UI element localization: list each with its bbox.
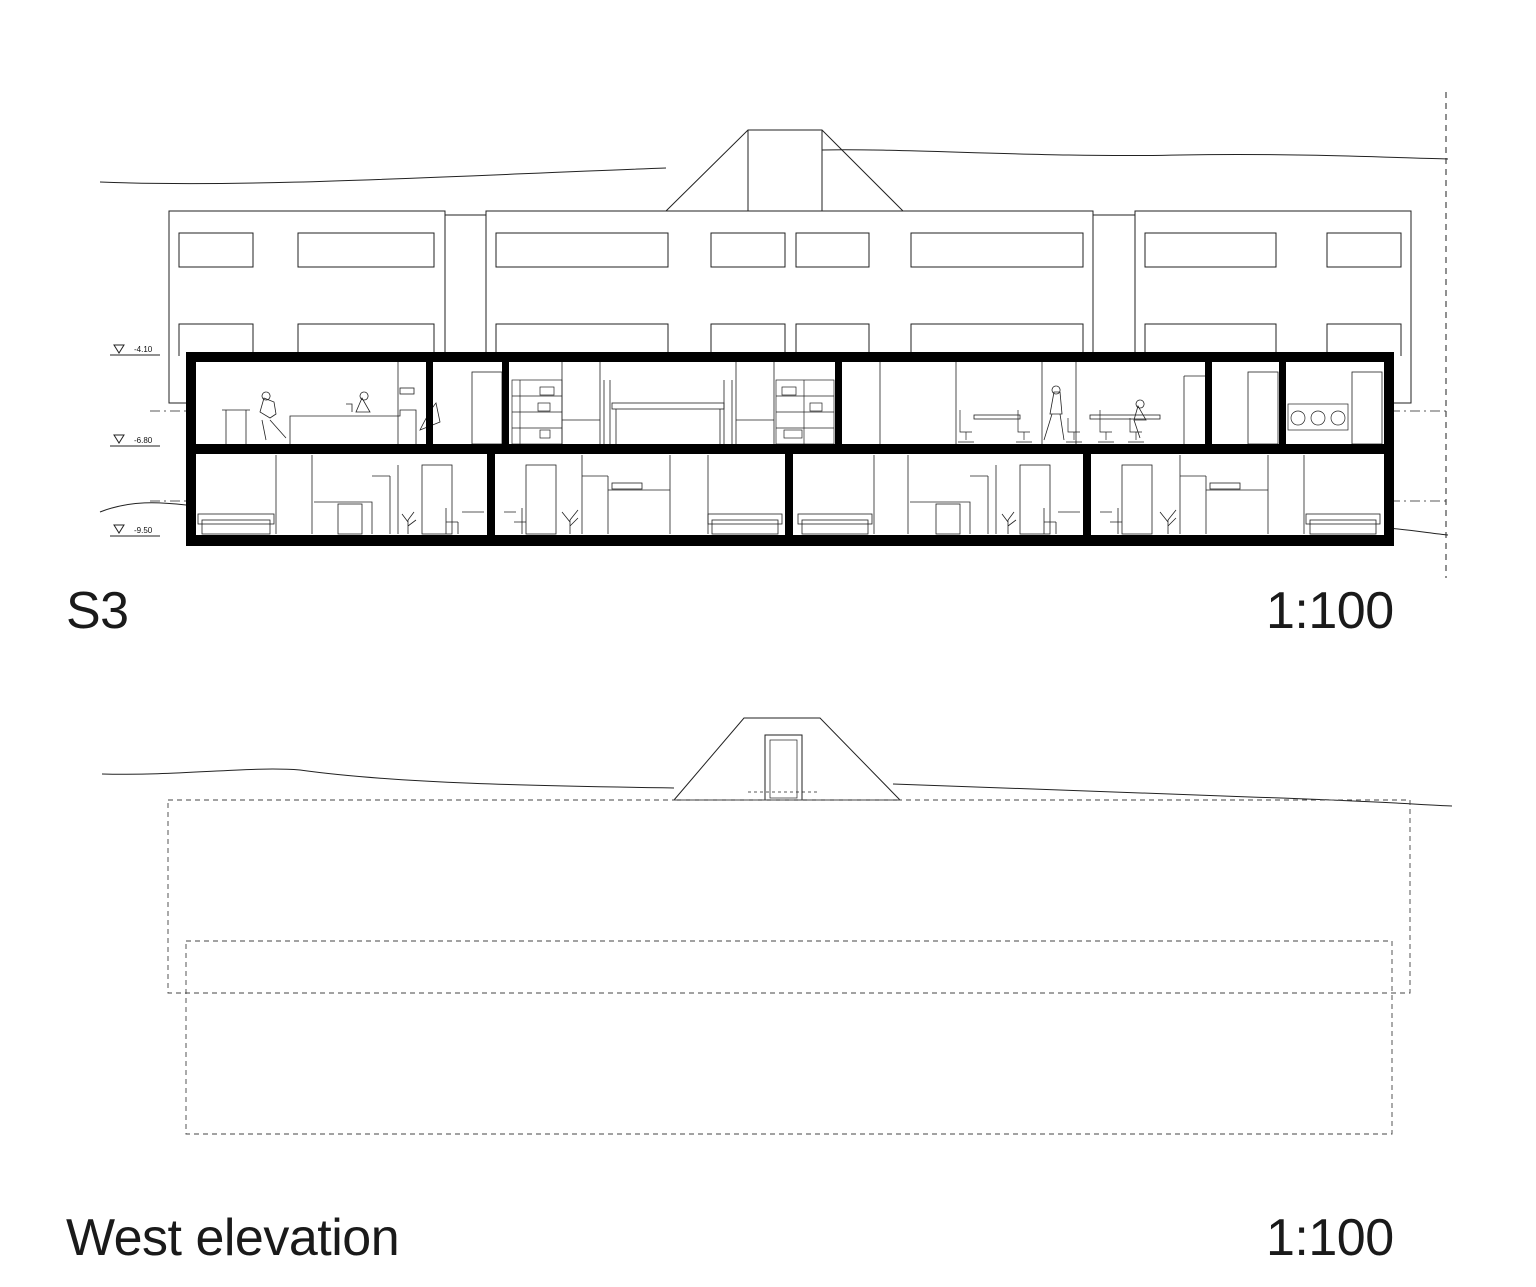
person-figure-icon [346,391,371,413]
section-structure [186,352,1394,546]
elevation-scale: 1:100 [1266,1209,1394,1267]
stove-icon [935,503,961,535]
level-markers [110,344,160,537]
entrance-pavilion [664,129,905,212]
window [1144,232,1277,268]
plant-icon [561,509,579,534]
person-figure-icon [1133,399,1147,439]
window [710,232,786,268]
window [178,232,254,268]
washing-machine-icon [1287,403,1349,431]
elevation-title: West elevation [66,1209,400,1267]
entrance-door [764,734,803,801]
sofa-icon [707,513,783,535]
dining-chair-icon [1100,508,1122,534]
stove-icon [337,503,363,535]
sofa-icon [197,513,275,535]
dining-chair-icon [445,508,459,534]
hidden-building-outline [167,799,1411,994]
sofa-icon [797,513,873,535]
level-label: -9.50 [134,526,153,535]
level-label: -6.80 [134,436,153,445]
window [495,232,669,268]
window [297,232,435,268]
west-elevation [101,717,1453,1135]
plant-icon [401,511,417,534]
entrance-pavilion [672,717,902,801]
sofa-icon [1305,513,1381,535]
window [1326,232,1402,268]
terrain-line [99,149,1449,185]
level-label: -4.10 [134,345,153,354]
person-figure-icon [259,391,287,441]
bookshelf [775,379,835,445]
window [795,232,870,268]
section-s3 [99,92,1449,578]
dining-chair-icon [1043,508,1057,534]
section-title: S3 [66,582,129,640]
dining-chair-icon [504,508,526,534]
lower-floor-interior [197,455,1381,535]
upper-floor-interior [222,362,1383,445]
terrain-line [101,768,1453,807]
hidden-building-outline [185,940,1393,1135]
person-figure-icon [1043,385,1065,441]
plant-icon [1001,511,1017,534]
window [910,232,1084,268]
section-scale: 1:100 [1266,582,1394,640]
plant-icon [1159,509,1177,534]
